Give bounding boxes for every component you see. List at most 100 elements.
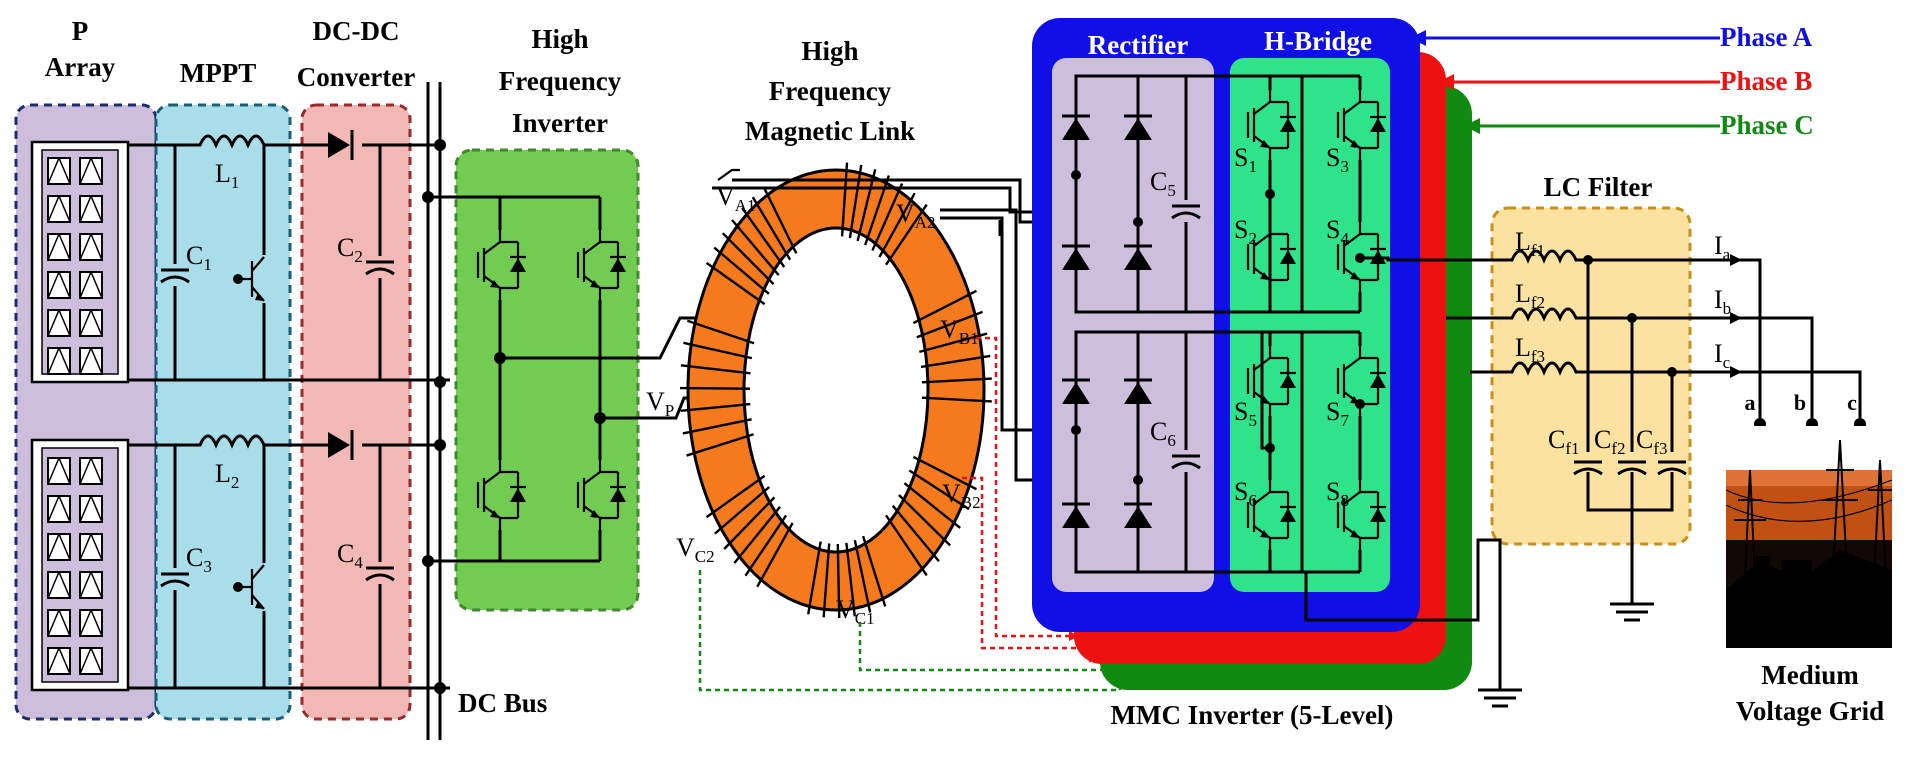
boost-switch-1 (233, 255, 270, 303)
winding-turn (686, 319, 755, 345)
winding-turn (721, 232, 775, 285)
phase-b-label: Phase B (1720, 66, 1812, 96)
mmc-label: MMC Inverter (5-Level) (1111, 700, 1394, 730)
winding-turn (741, 207, 786, 268)
winding-turn (878, 192, 916, 258)
hf-inverter-box (454, 148, 640, 612)
terminal-c: c (1847, 390, 1857, 415)
winding-turn (836, 543, 841, 618)
lc-filter-box (1490, 206, 1692, 546)
pv-cell (79, 271, 103, 299)
winding-turn (871, 182, 904, 251)
pv-cell (79, 495, 103, 523)
pv-cell (79, 457, 103, 485)
pv-cell (79, 157, 103, 185)
winding-turn (713, 246, 770, 295)
winding-turn (919, 332, 988, 354)
winding-turn (912, 455, 978, 491)
label-vp: VP (646, 387, 674, 420)
phase-legend: Phase A Phase B Phase C (1410, 22, 1814, 140)
phase-c-label: Phase C (1720, 110, 1814, 140)
winding-turn (683, 341, 753, 360)
label-cf3: Cf3 (1636, 425, 1668, 458)
winding-turn (679, 386, 751, 390)
label-ic: Ic (1714, 339, 1731, 372)
winding-turn (686, 433, 754, 457)
winding-turn (885, 203, 928, 266)
winding-turn (916, 310, 983, 339)
winding-turn (744, 514, 788, 577)
winding-turn (903, 482, 961, 529)
pv-cell (47, 495, 71, 523)
pv-cell (79, 347, 103, 375)
winding-turn (705, 474, 766, 519)
winding-turn (912, 289, 978, 325)
label-ia: Ia (1714, 231, 1731, 264)
terminal-a: a (1745, 390, 1756, 415)
pv-cell (79, 609, 103, 637)
dcdc-diode-2 (328, 430, 354, 460)
winding-turn (822, 543, 831, 618)
grid-substation-image (1725, 426, 1893, 648)
rectifier-label: Rectifier (1088, 30, 1188, 60)
winding-turn (921, 377, 992, 384)
winding-turn (908, 469, 970, 511)
winding-turn (853, 540, 872, 613)
dcdc-diode-1 (328, 130, 354, 160)
winding-turn (920, 354, 991, 369)
winding-turn (840, 162, 849, 237)
mppt-label: MPPT (180, 58, 256, 88)
dc-bus: DC Bus (422, 82, 547, 740)
cap-c1 (159, 264, 191, 286)
pv-cell (47, 347, 71, 375)
winding-turn (845, 542, 856, 617)
hbridge-label: H-Bridge (1264, 26, 1372, 56)
winding-turn (680, 402, 751, 413)
pv-cell (79, 195, 103, 223)
winding-turn (682, 418, 752, 435)
winding-turn (751, 196, 792, 261)
winding-turn (848, 164, 863, 239)
winding-turn (885, 514, 928, 577)
pv-cell (47, 457, 71, 485)
cap-c3 (159, 568, 191, 590)
pv-cell (79, 533, 103, 561)
mppt-box (154, 103, 292, 721)
phase-a-label: Phase A (1720, 22, 1813, 52)
cap-c4 (364, 562, 396, 584)
pv-cell (47, 533, 71, 561)
label-vc2: VC2 (676, 533, 715, 566)
ground-symbol-mmc (1478, 538, 1522, 708)
winding-turn (680, 364, 751, 375)
label-ib: Ib (1714, 285, 1731, 318)
pv-cell (47, 571, 71, 599)
toroid-hole (742, 226, 930, 554)
winding-turn (733, 506, 781, 564)
winding-turn (756, 522, 794, 588)
winding-turn (891, 504, 940, 563)
terminal-b: b (1794, 390, 1806, 415)
toroid-windings (679, 162, 992, 618)
winding-turn (898, 494, 951, 547)
dcdc-box (300, 103, 412, 721)
pv-cell (47, 647, 71, 675)
mmc-inverter: Rectifier H-Bridge C5 (1032, 18, 1500, 730)
winding-turn (921, 396, 992, 403)
cap-c2 (364, 256, 396, 278)
winding-turn (731, 219, 780, 276)
winding-turn (861, 535, 887, 607)
dc-bus-label: DC Bus (458, 688, 547, 718)
winding-turn (723, 496, 776, 550)
pv-cell (47, 309, 71, 337)
winding-turn (705, 261, 766, 306)
